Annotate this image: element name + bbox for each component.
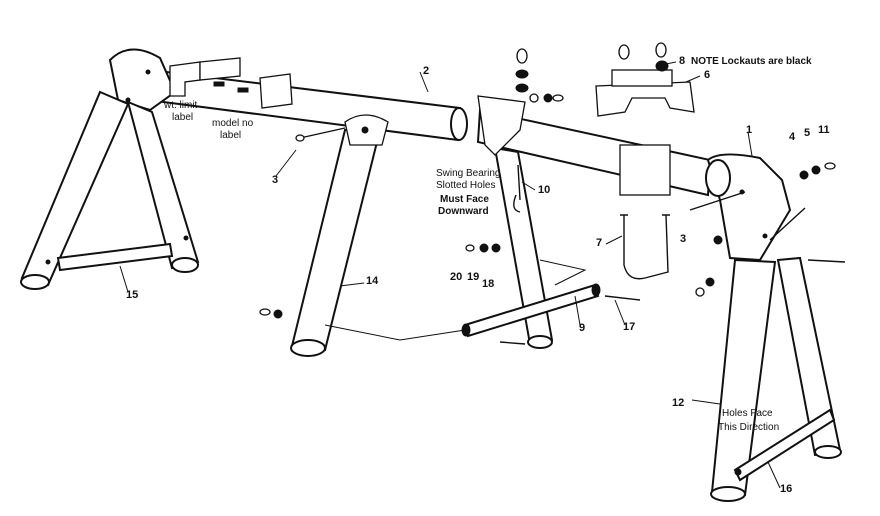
cross-brace-9: [324, 259, 601, 341]
part-number-17: 17: [623, 321, 636, 333]
part-number-3-right: 3: [680, 233, 687, 245]
part-number-16: 16: [780, 483, 793, 495]
part-number-3-left: 3: [272, 174, 279, 186]
center-leg-14: [290, 114, 389, 357]
part-number-19: 19: [467, 271, 480, 283]
swing-bearing-note-line4: Downward: [438, 206, 489, 217]
part-number-2: 2: [423, 65, 430, 77]
part-number-11: 11: [818, 124, 830, 136]
lockout-note: NOTE Lockauts are black: [691, 56, 812, 67]
middle-right-leg: [477, 95, 554, 349]
part-number-1: 1: [746, 124, 753, 136]
part-number-10: 10: [538, 184, 551, 196]
clamp-bracket-6: [595, 42, 695, 117]
swing-bearing-note-line2: Slotted Holes: [436, 180, 496, 191]
left-a-frame: [20, 48, 200, 290]
holes-face-note-line1: Holes Face: [722, 408, 773, 419]
part-number-5: 5: [804, 127, 811, 139]
hardware-fasteners: [259, 48, 846, 345]
swing-bearing-note-line1: Swing Bearing: [436, 168, 501, 179]
part-number-9: 9: [579, 322, 586, 334]
top-brackets: [169, 57, 293, 109]
u-bolt-7: [619, 144, 671, 280]
part-number-14: 14: [366, 275, 379, 287]
swing-bearing-note-line3: Must Face: [440, 194, 489, 205]
holes-face-note-line2: This Direction: [718, 422, 780, 433]
part-number-4: 4: [789, 131, 796, 143]
part-number-8: 8: [679, 55, 686, 67]
right-a-frame: [705, 153, 842, 502]
part-number-12: 12: [672, 397, 685, 409]
part-number-20: 20: [450, 271, 463, 283]
model-no-label-line1: model no: [212, 118, 254, 129]
leader-lines: [119, 61, 781, 489]
wt-limit-label-line1: wt. limit: [164, 100, 198, 111]
part-number-18: 18: [482, 278, 495, 290]
wt-limit-label-line2: label: [172, 112, 194, 123]
part-number-7: 7: [596, 237, 603, 249]
part-number-15: 15: [126, 289, 139, 301]
part-number-6: 6: [704, 69, 711, 81]
model-no-label-line2: label: [220, 130, 242, 141]
